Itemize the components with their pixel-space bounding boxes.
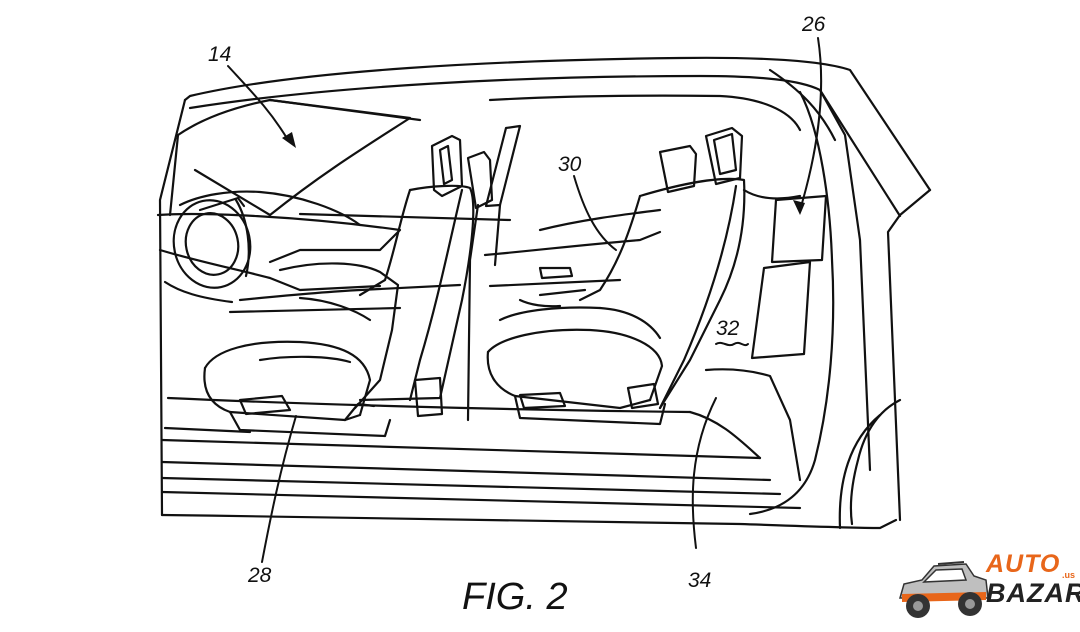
arrowheads xyxy=(282,132,805,215)
steering-wheel xyxy=(166,193,259,295)
leader-30 xyxy=(574,176,616,250)
watermark-line2: BAZAR xyxy=(986,578,1080,609)
ref-label-28: 28 xyxy=(248,565,271,586)
squiggle-32 xyxy=(716,343,748,345)
leader-28 xyxy=(262,416,296,562)
b-pillar xyxy=(468,126,520,420)
ref-label-32: 32 xyxy=(716,318,739,339)
watermark-logo: AUTO .us BAZAR xyxy=(894,548,1080,630)
watermark-line1: AUTO xyxy=(986,550,1060,579)
ref-label-26: 26 xyxy=(802,14,825,35)
pickup-truck-icon xyxy=(894,554,990,628)
ref-label-14: 14 xyxy=(208,44,231,65)
ref-label-30: 30 xyxy=(558,154,581,175)
rear-console xyxy=(485,210,660,306)
dashboard xyxy=(158,214,460,312)
figure-caption: FIG. 2 xyxy=(462,578,568,616)
rear-seat xyxy=(488,128,745,424)
vehicle-body-outline xyxy=(160,58,930,528)
ref-label-34: 34 xyxy=(688,570,711,591)
